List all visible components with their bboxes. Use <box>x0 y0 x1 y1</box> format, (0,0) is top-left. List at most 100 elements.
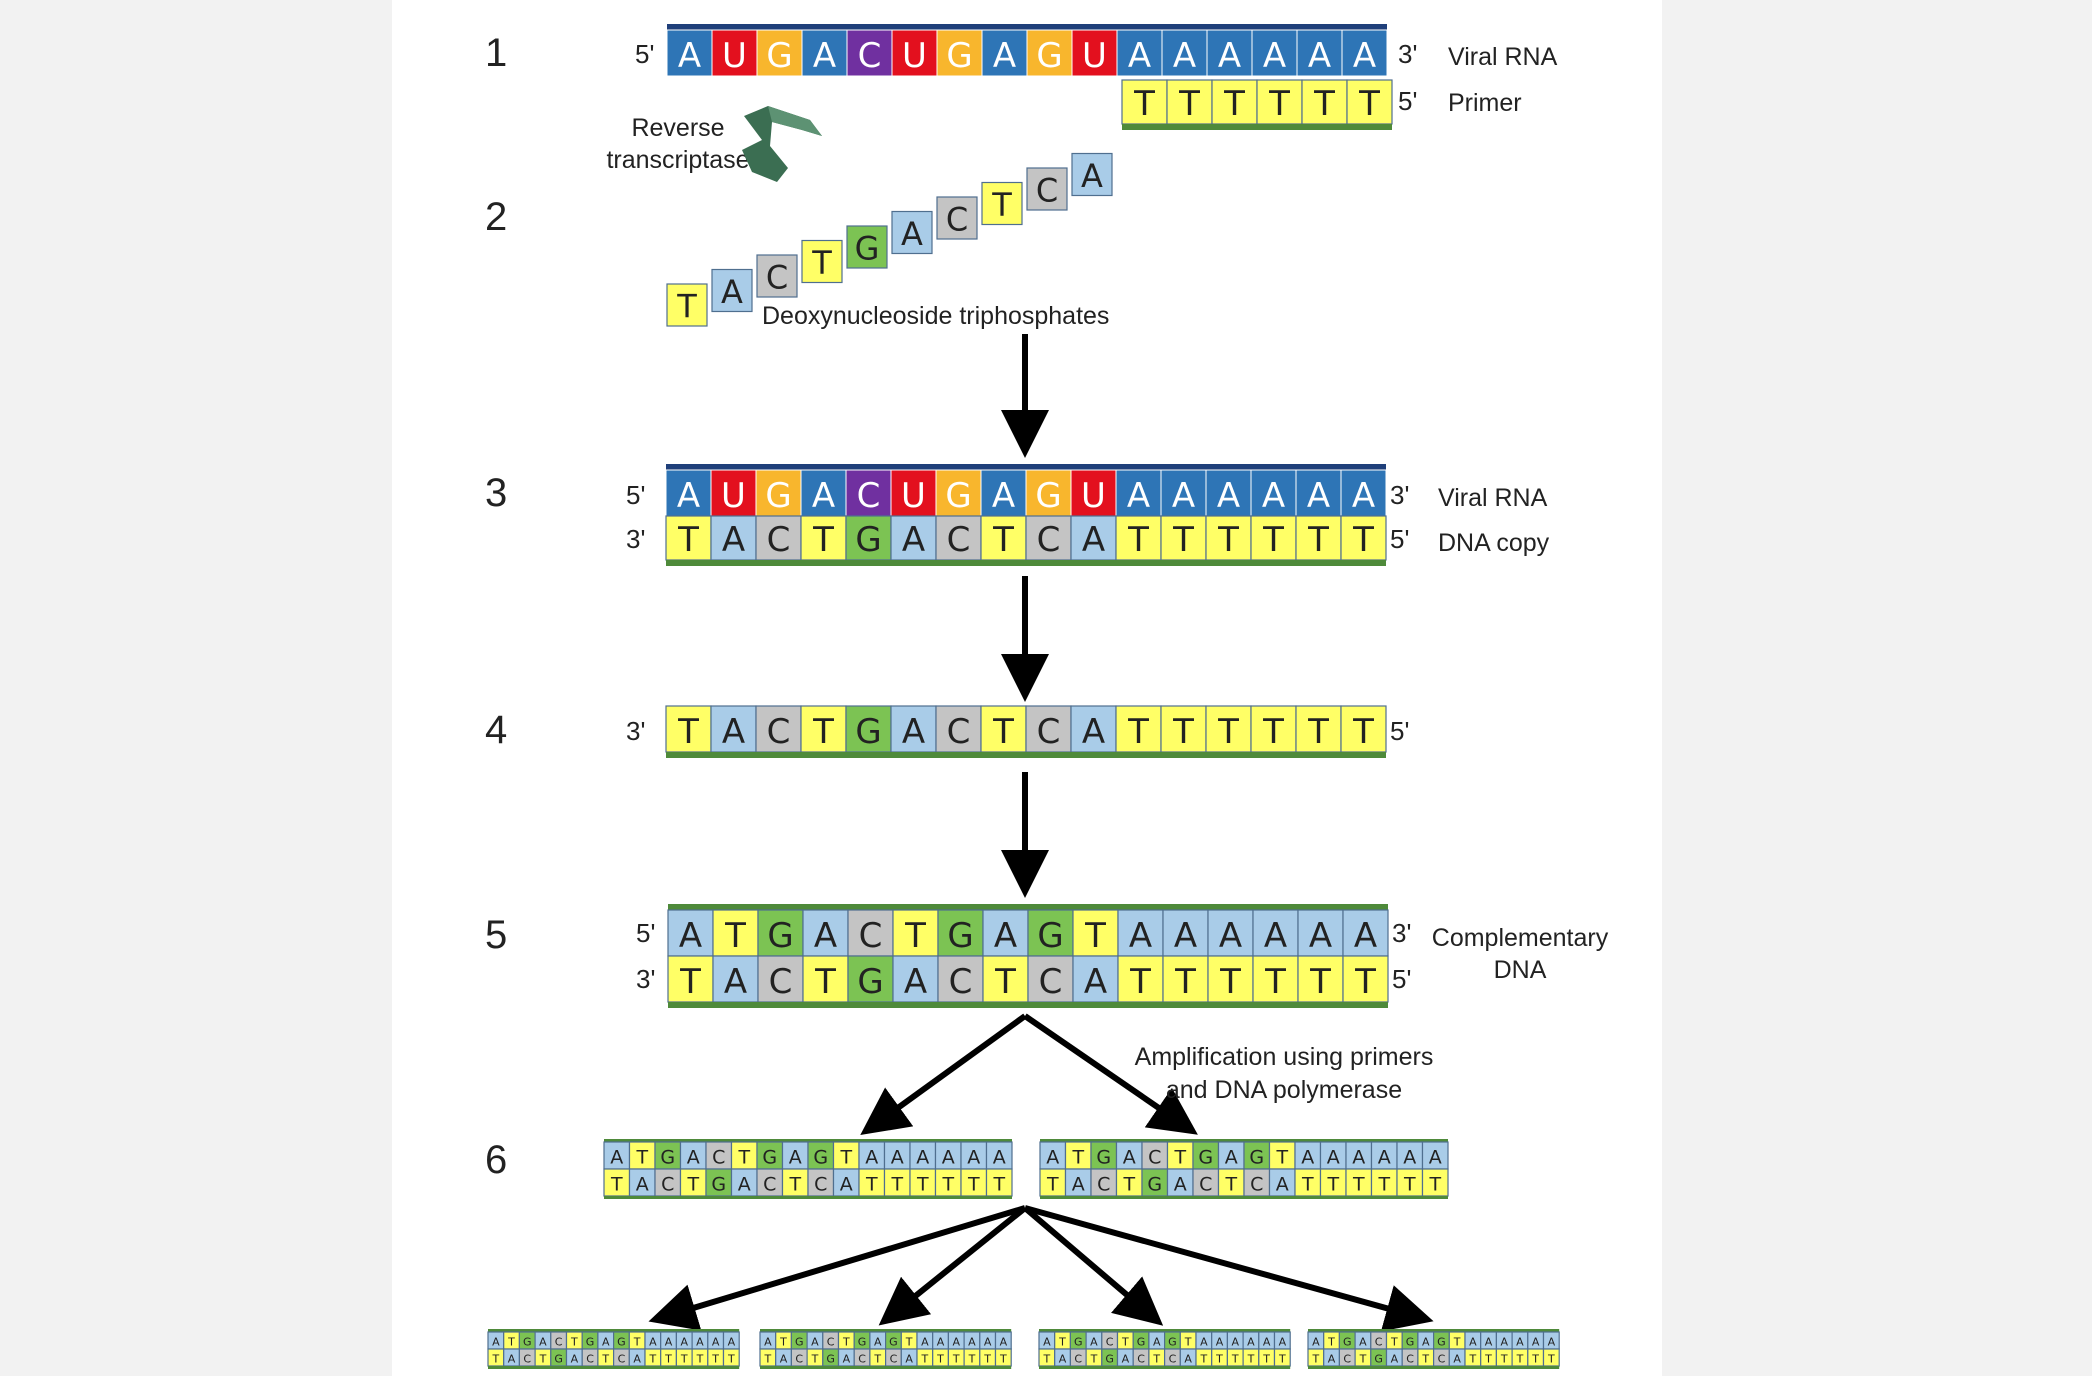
step6-duplex-1-top-13-letter: A <box>942 1147 955 1169</box>
step4-dna-nucleotide-12-letter: T <box>1217 712 1239 752</box>
step7-duplex-1-bottom-7-letter: T <box>601 1353 609 1366</box>
step6-duplex-2-top-10-letter: A <box>1301 1147 1314 1169</box>
step7-duplex-1-bottom-4-letter: G <box>554 1353 563 1366</box>
step6-duplex-1-bottom-13-box <box>934 1168 962 1197</box>
step5-bottom-right-end: 5' <box>1392 964 1411 994</box>
step6-duplex-1-bottom-3-letter: T <box>686 1174 699 1196</box>
arrow-step6-to-copy-1 <box>648 1205 1026 1331</box>
step6-duplex-2-top-13-letter: A <box>1378 1147 1391 1169</box>
free-nucleotide-7-box <box>981 181 1023 226</box>
step3-rna-nucleotide-3-letter: A <box>812 476 835 516</box>
step6-duplex-2-top-backbone <box>1040 1139 1448 1142</box>
step5-top-nucleotide-0-letter: A <box>679 916 702 956</box>
step7-duplex-4-bottom-12-letter: T <box>1500 1353 1508 1366</box>
step7-duplex-1-bottom-2-letter: C <box>523 1353 531 1366</box>
step7-duplex-3-top-3-letter: A <box>1090 1336 1098 1349</box>
step6-duplex-1-bottom-4-letter: G <box>711 1174 726 1196</box>
step7-duplex-2-bottom-6-letter: C <box>858 1353 866 1366</box>
step7-duplex-2-bottom-9-letter: A <box>905 1353 913 1366</box>
step6-duplex-2-bottom-2-letter: C <box>1097 1174 1110 1196</box>
step7-duplex-4-bottom-9-letter: A <box>1453 1353 1461 1366</box>
step7-duplex-2-bottom-4-letter: G <box>826 1353 835 1366</box>
step7-duplex-1-bottom-0-letter: T <box>491 1353 499 1366</box>
step7-duplex-3-bottom-9-letter: A <box>1184 1353 1192 1366</box>
step7-duplex-2-bottom-11-letter: T <box>936 1353 944 1366</box>
step5-bottom-nucleotide-6-box <box>937 955 984 1003</box>
free-nucleotide-3-letter: T <box>811 244 832 282</box>
step1-rna-nucleotide-1-letter: U <box>722 36 747 76</box>
step4-left-end: 3' <box>626 716 645 746</box>
step7-duplex-4-top-8-letter: G <box>1437 1336 1446 1349</box>
step7-duplex-4-top-0-letter: A <box>1312 1336 1320 1349</box>
step7-duplex-1-top-2-letter: G <box>523 1336 532 1349</box>
step4-dna-backbone <box>666 752 1386 758</box>
step1-primer-nucleotide-1-box <box>1166 79 1213 125</box>
step3-rna-nucleotide-2-box <box>755 469 802 517</box>
step6-duplex-2-bottom-15-box <box>1421 1168 1449 1197</box>
step7-duplex-1-bottom-15-letter: T <box>727 1353 735 1366</box>
step5-top-nucleotide-2-letter: G <box>767 916 793 956</box>
enzyme-shape-icon <box>742 106 822 182</box>
step1-rna-nucleotide-8-box <box>1026 29 1073 77</box>
step6-duplex-1-bottom-13-letter: T <box>941 1174 954 1196</box>
step5-bottom-nucleotide-13-letter: T <box>1264 962 1286 1002</box>
step7-duplex-3-bottom-14-letter: T <box>1262 1353 1270 1366</box>
step5-top-nucleotide-5-letter: T <box>904 916 926 956</box>
step7-duplex-3-bottom-2-letter: C <box>1074 1353 1082 1366</box>
step3-rna-nucleotide-2-letter: G <box>765 476 791 516</box>
step5-bottom-nucleotide-0-box <box>667 955 714 1003</box>
step3-rna-nucleotide-0-box <box>665 469 712 517</box>
step5-top-nucleotide-9-letter: T <box>1084 916 1106 956</box>
step7-duplex-3-top-8-letter: G <box>1168 1336 1177 1349</box>
step3-top-right-end: 3' <box>1390 480 1409 510</box>
step6-duplex-2-bottom-7-letter: T <box>1224 1174 1237 1196</box>
step3-rna-nucleotide-5-letter: U <box>901 476 926 516</box>
free-nucleotide-9-box <box>1071 152 1113 197</box>
reverse-transcriptase-label-line1: Reverse <box>631 114 724 142</box>
rna-3-prime-end: 3' <box>1398 39 1417 69</box>
step7-duplex-1-bottom-10-letter: T <box>648 1353 656 1366</box>
step4-dna-nucleotide-13-box <box>1250 705 1297 753</box>
step1-primer-nucleotide-5-box <box>1346 79 1393 125</box>
step5-top-nucleotide-11-box <box>1162 909 1209 957</box>
step5-top-nucleotide-12-letter: A <box>1219 916 1242 956</box>
step7-duplex-4-bottom-11-letter: T <box>1484 1353 1492 1366</box>
step5-top-right-end: 3' <box>1392 918 1411 948</box>
step6-duplex-2-top-1-letter: T <box>1071 1147 1084 1169</box>
step-number-2: 2 <box>485 195 507 239</box>
free-nucleotide-1-letter: A <box>721 273 743 311</box>
step6-duplex-1-bottom-2-letter: C <box>661 1174 674 1196</box>
step6-duplex-1-top-14-letter: A <box>967 1147 980 1169</box>
step7-duplex-2-top-15-letter: A <box>1000 1336 1008 1349</box>
step1-rna-nucleotide-15-box <box>1341 29 1388 77</box>
step7-duplex-3-bottom-0-letter: T <box>1042 1353 1050 1366</box>
step7-duplex-2-top-9-letter: T <box>905 1336 913 1349</box>
step5-bottom-nucleotide-12-letter: T <box>1219 962 1241 1002</box>
step-number-1: 1 <box>485 31 507 75</box>
step7-duplex-4-bottom-14-letter: T <box>1531 1353 1539 1366</box>
step6-duplex-2-bottom-backbone <box>1040 1196 1448 1199</box>
step7-duplex-3-top-9-letter: T <box>1184 1336 1192 1349</box>
step5-top-nucleotide-8-letter: G <box>1037 916 1063 956</box>
step5-bottom-nucleotide-10-box <box>1117 955 1164 1003</box>
step6-duplex-1-top-13-box <box>934 1141 962 1170</box>
step3-dna-nucleotide-4-box <box>845 515 892 561</box>
step5-bottom-nucleotide-15-letter: T <box>1354 962 1376 1002</box>
step3-dna-nucleotide-7-letter: T <box>992 520 1014 560</box>
arrow-step6-to-copy-4 <box>1024 1205 1434 1332</box>
step3-rna-backbone <box>666 464 1386 470</box>
step5-top-nucleotide-11-letter: A <box>1174 916 1197 956</box>
step5-top-nucleotide-7-box <box>982 909 1029 957</box>
step7-duplex-1-top-12-letter: A <box>680 1336 688 1349</box>
step7-duplex-3-bottom-3-letter: T <box>1090 1353 1098 1366</box>
complementary-dna-label-line1: Complementary <box>1432 924 1609 952</box>
step6-duplex-1-bottom-1-letter: A <box>636 1174 649 1196</box>
step5-top-nucleotide-3-letter: A <box>814 916 837 956</box>
step7-duplex-3-bottom-11-letter: T <box>1215 1353 1223 1366</box>
step7-duplex-3-top-10-letter: A <box>1200 1336 1208 1349</box>
step6-duplex-2-bottom-11-letter: T <box>1326 1174 1339 1196</box>
